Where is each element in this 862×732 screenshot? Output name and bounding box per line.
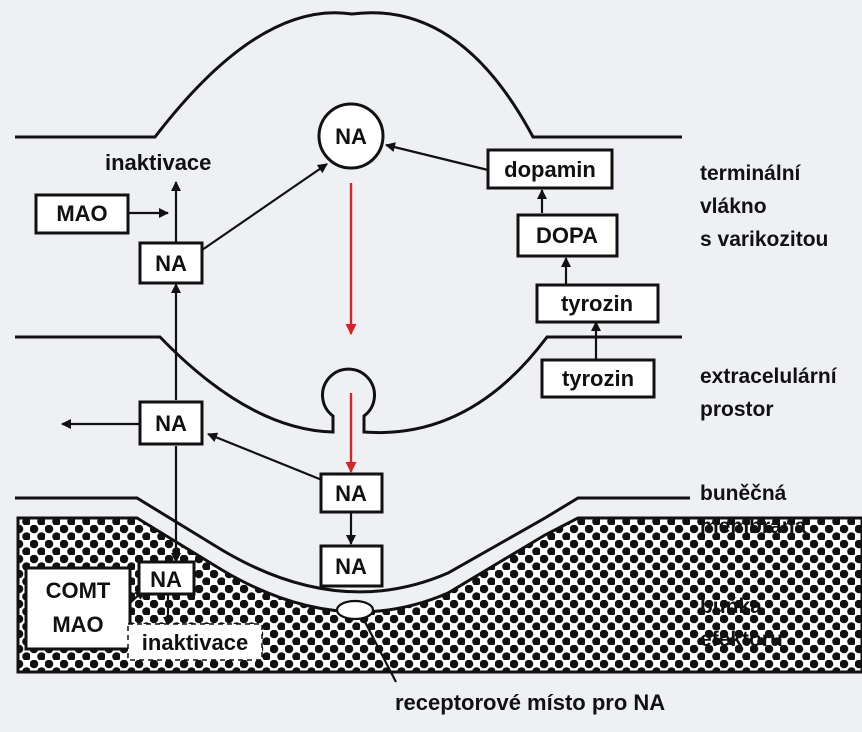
na-left-mid-label: NA [155,411,187,436]
na-cleft-label: NA [335,481,367,506]
membrane-label-line2: membrána [700,515,807,538]
extracellular-label-line2: prostor [700,398,774,421]
na-left-top-label: NA [155,251,187,276]
mao-top-label: MAO [56,201,107,226]
effector-label-line1: buňka [700,595,762,618]
mao-bottom-label: MAO [52,612,103,637]
terminal-label-line3: s varikozitou [700,228,828,251]
inaktivace-bottom-label: inaktivace [142,630,248,655]
na-vesicle-label: NA [335,124,367,149]
membrane-label-line1: buněčná [700,482,787,505]
dopa-label: DOPA [536,223,598,248]
effector-label-line2: efektoru [700,628,783,651]
tyrozin-outer-label: tyrozin [562,366,634,391]
arrow-cleft-to-na-mid [208,434,327,482]
na-receptor-label: NA [335,554,367,579]
dopamin-label: dopamin [504,157,596,182]
tyrozin-inner-label: tyrozin [561,291,633,316]
arrow-na-to-vesicle [202,164,327,250]
inaktivace-top-label: inaktivace [105,150,211,175]
terminal-label-line2: vlákno [700,195,767,218]
arrow-dopamin-to-vesicle [386,145,488,170]
extracellular-label-line1: extracelulární [700,365,838,388]
na-effector-label: NA [150,567,182,592]
receptor-site-label: receptorové místo pro NA [395,690,665,715]
comt-label: COMT [46,578,111,603]
receptor-site [337,601,373,619]
terminal-label-line1: terminální [700,162,802,185]
